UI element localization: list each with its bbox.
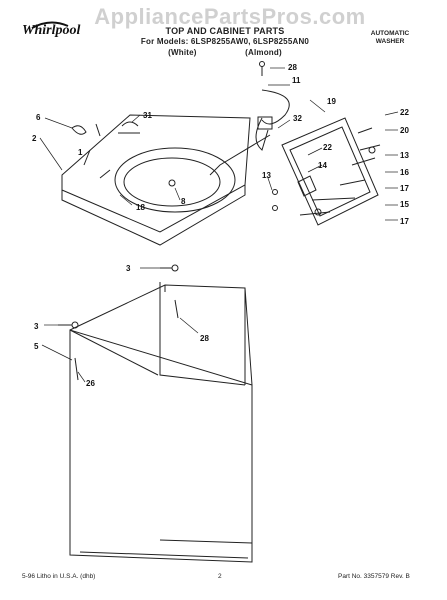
callout-number: 11 [292, 76, 301, 85]
callout-number: 3 [34, 322, 39, 331]
callout-number: 22 [400, 108, 409, 117]
callout-number: 3 [126, 264, 131, 273]
print-info: 5-96 Litho in U.S.A. (dhb) [22, 573, 96, 580]
callout-number: 6 [36, 113, 41, 122]
callout-number: 28 [288, 63, 297, 72]
screws [58, 264, 179, 381]
lid-assembly [281, 117, 379, 226]
diagram-title: TOP AND CABINET PARTS [165, 26, 285, 36]
callout-number: 18 [136, 203, 145, 212]
color-variants: (White) (Almond) [168, 48, 282, 57]
callout-number: 17 [400, 217, 409, 226]
callout-number: 31 [143, 111, 152, 120]
page-number: 2 [218, 573, 222, 580]
callout-number: 5 [34, 342, 39, 351]
callout-number: 28 [200, 334, 209, 343]
callout-number: 15 [400, 200, 409, 209]
callout-labels: 28 11 19 22 20 13 16 17 15 17 6 31 32 2 1 22 14 13 18 8 3 28 3… [32, 63, 409, 388]
callout-number: 8 [181, 197, 186, 206]
washer-top-panel [61, 114, 251, 246]
product-type-line1: AUTOMATIC [370, 30, 410, 37]
watermark: AppliancePartsPros.com [94, 4, 366, 29]
brand-swoosh-icon [31, 21, 69, 29]
callout-leaders [39, 67, 399, 383]
callout-number: 17 [400, 184, 409, 193]
callout-number: 20 [400, 126, 409, 135]
cabinet [69, 282, 253, 563]
callout-number: 13 [400, 151, 409, 160]
callout-number: 16 [400, 168, 409, 177]
callout-number: 26 [86, 379, 95, 388]
callout-number: 2 [32, 134, 37, 143]
model-numbers: For Models: 6LSP8255AW0, 6LSP8255AN0 [140, 37, 310, 46]
callout-number: 13 [262, 171, 271, 180]
callout-number: 1 [78, 148, 83, 157]
product-type-line2: WASHER [375, 38, 405, 45]
top-small-parts [71, 121, 176, 187]
callout-number: 32 [293, 114, 302, 123]
brand-logo: Whirlpool [22, 23, 81, 38]
inlet-hose-wire [209, 89, 290, 176]
callout-number: 19 [327, 97, 336, 106]
callout-number: 22 [323, 143, 332, 152]
lid-small-parts [259, 61, 381, 216]
part-number: Part No. 3357579 Rev. B [338, 573, 410, 580]
callout-number: 14 [318, 161, 327, 170]
